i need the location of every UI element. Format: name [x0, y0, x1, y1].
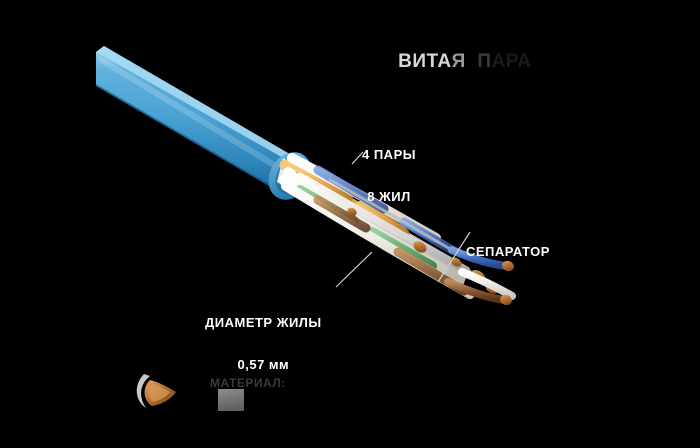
annotation-conductor-diameter: ДИАМЕТР ЖИЛЫ 0,57 мм — [205, 288, 322, 400]
legend-material-swatch — [218, 389, 244, 411]
page-title: ВИТАЯ ПАРА — [398, 50, 532, 72]
legend-copper-wire-icon — [136, 374, 176, 408]
annotation-pairs-line1: 4 ПАРЫ — [362, 147, 416, 163]
annotation-separator: СЕПАРАТОР — [466, 217, 550, 287]
leader-line-diameter — [335, 251, 373, 288]
leader-line-pairs — [351, 151, 364, 165]
twisted-pair-bundle — [277, 153, 516, 306]
annotation-separator-line1: СЕПАРАТОР — [466, 244, 550, 260]
annotation-diameter-line2: 0,57 мм — [237, 357, 290, 373]
separator-spline — [296, 172, 472, 276]
leader-lines — [335, 151, 471, 288]
annotation-pairs-line2: 8 ЖИЛ — [367, 189, 411, 205]
leader-line-separator — [437, 231, 471, 283]
page-title-text: ВИТА — [398, 50, 452, 72]
annotation-diameter-line1: ДИАМЕТР ЖИЛЫ — [205, 315, 322, 331]
annotation-pairs: 4 ПАРЫ 8 ЖИЛ — [362, 120, 416, 232]
legend-material-label: МАТЕРИАЛ: — [210, 376, 286, 390]
